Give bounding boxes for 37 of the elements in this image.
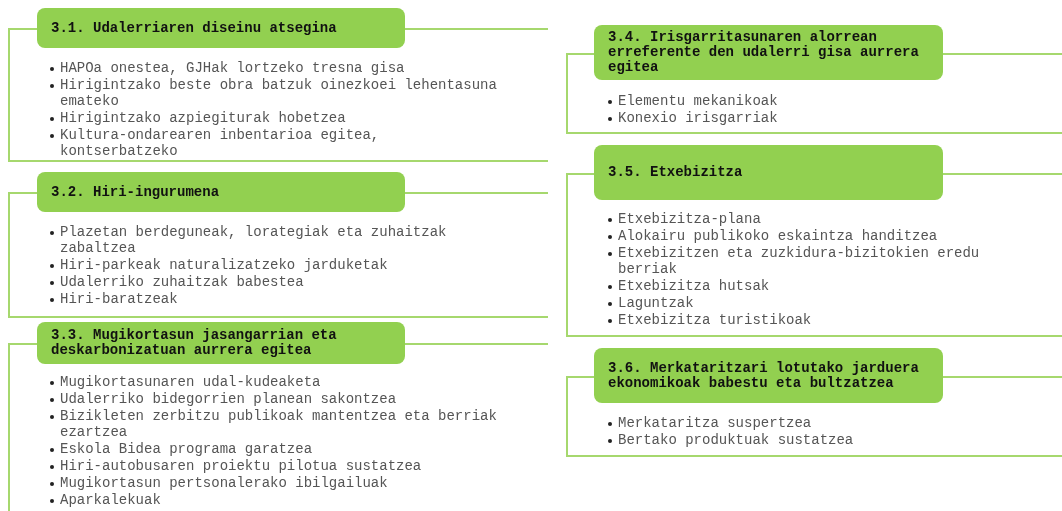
section-header: 3.6. Merkataritzari lotutako jarduera ekonomikoak babestu eta bultzatzea xyxy=(594,348,943,403)
section-panel xyxy=(566,145,1062,337)
list-item: Aparkalekuak xyxy=(60,492,161,508)
list-item: Etxebizitza-plana xyxy=(618,211,761,227)
section-header: 3.4. Irisgarritasunaren alorrean erreferente den udalerri gisa aurrera egitea xyxy=(594,25,943,80)
list-item: Etxebizitza hutsak xyxy=(618,278,770,294)
list-item: Konexio irisgarriak xyxy=(618,110,778,126)
section-header: 3.5. Etxebizitza xyxy=(594,145,943,200)
section-panel xyxy=(566,348,1062,457)
list-item: Etxebizitzen eta zuzkidura-bizitokien eredu berriak xyxy=(618,245,980,277)
list-item: Elementu mekanikoak xyxy=(618,93,778,109)
list-item: Alokairu publikoko eskaintza handitzea xyxy=(618,228,938,244)
section-panel xyxy=(8,322,548,511)
list-item: Bizikleten zerbitzu publikoak mantentzea eta berriak ezartzea xyxy=(60,408,497,440)
list-item: Kultura-ondarearen inbentarioa egitea, kontserbatzeko xyxy=(60,127,380,159)
section-header: 3.1. Udalerriaren diseinu atsegina xyxy=(37,8,405,48)
list-item: Merkataritza suspertzea xyxy=(618,415,812,431)
list-item: Etxebizitza turistikoak xyxy=(618,312,812,328)
list-item: Hiri-parkeak naturalizatzeko jarduketak xyxy=(60,257,388,273)
list-item: Udalerriko zuhaitzak babestea xyxy=(60,274,304,290)
list-item: Bertako produktuak sustatzea xyxy=(618,432,854,448)
list-item: Hiri-baratzeak xyxy=(60,291,178,307)
list-item: Hiri-autobusaren proiektu pilotua sustatzea xyxy=(60,458,422,474)
list-item: Hirigintzako azpiegiturak hobetzea xyxy=(60,110,346,126)
list-item: Udalerriko bidegorrien planean sakontzea xyxy=(60,391,397,407)
list-item: Plazetan berdeguneak, lorategiak eta zuhaitzak zabaltzea xyxy=(60,224,447,256)
list-item: HAPOa onestea, GJHak lortzeko tresna gisa xyxy=(60,60,405,76)
section-panel xyxy=(8,172,548,318)
list-item: Laguntzak xyxy=(618,295,694,311)
section-header: 3.3. Mugikortasun jasangarrian eta deskarbonizatuan aurrera egitea xyxy=(37,322,405,364)
section-panel xyxy=(8,8,548,162)
section-panel xyxy=(566,25,1062,134)
list-item: Eskola Bidea programa garatzea xyxy=(60,441,313,457)
list-item: Mugikortasunaren udal-kudeaketa xyxy=(60,374,321,390)
list-item: Hirigintzako beste obra batzuk oinezkoei lehentasuna emateko xyxy=(60,77,497,109)
list-item: Mugikortasun pertsonalerako ibilgailuak xyxy=(60,475,388,491)
section-header: 3.2. Hiri-ingurumena xyxy=(37,172,405,212)
